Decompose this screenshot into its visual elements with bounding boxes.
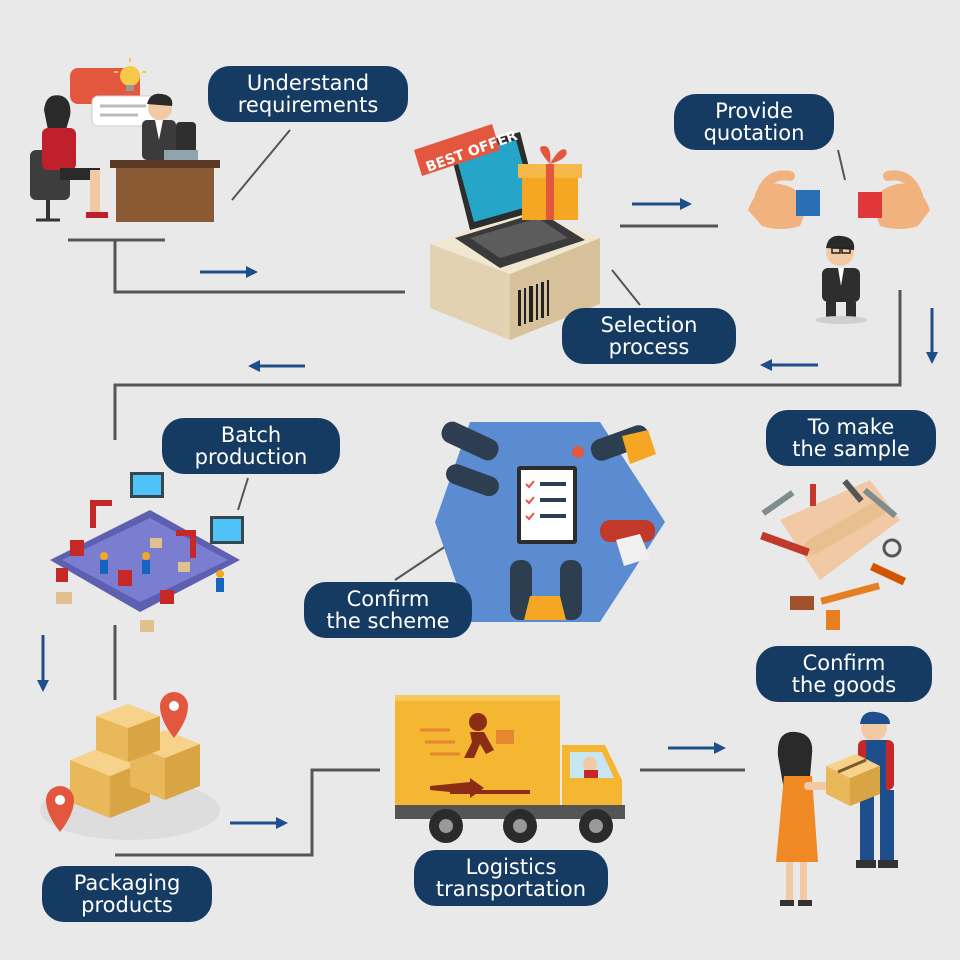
step-sample-line2: the sample (792, 437, 910, 461)
direction-arrows (37, 198, 938, 829)
arrow-down-icon (37, 635, 49, 692)
arrow-down-icon (926, 308, 938, 364)
factory-illustration (50, 472, 244, 632)
pointer-understand (231, 129, 291, 201)
boxes-illustration (40, 692, 220, 840)
step-packaging-line1: Packaging (73, 871, 181, 895)
step-make-sample: To make the sample (766, 410, 936, 466)
tools-illustration (760, 479, 907, 630)
step-logistics-line1: Logistics (465, 855, 557, 879)
arrow-right-icon (200, 266, 258, 278)
step-batch-line1: Batch (220, 423, 282, 447)
step-selection-process: Selection process (562, 308, 736, 364)
step-understand-requirements: Understand requirements (208, 66, 408, 122)
step-confirm-scheme: Confirm the scheme (304, 582, 472, 638)
connector-lines (68, 129, 902, 857)
location-pin-icon (160, 692, 188, 738)
checklist-icon (525, 480, 535, 521)
step-understand-line1: Understand (246, 71, 370, 95)
laptop-box-illustration: BEST OFFER (414, 124, 600, 340)
step-quotation-line2: quotation (703, 121, 805, 145)
step-understand-line2: requirements (237, 93, 379, 117)
step-selection-line1: Selection (600, 313, 698, 337)
arrow-right-icon (632, 198, 692, 210)
barcode-icon (518, 280, 549, 326)
location-pin-icon (46, 786, 74, 832)
team-table-illustration (435, 421, 665, 622)
step-packaging-line2: products (81, 893, 173, 917)
connector-3-4 (113, 290, 902, 440)
delivery-illustration (776, 711, 898, 906)
step-packaging-products: Packaging products (42, 866, 212, 922)
step-quotation-line1: Provide (715, 99, 793, 123)
meeting-illustration (30, 58, 220, 222)
step-confirm-goods: Confirm the goods (756, 646, 932, 702)
step-logistics-line2: transportation (435, 877, 587, 901)
step-selection-line2: process (608, 335, 690, 359)
step-goods-line2: the goods (791, 673, 897, 697)
step-batch-production: Batch production (162, 418, 340, 474)
arrow-left-icon (248, 360, 305, 372)
arrow-right-icon (668, 742, 726, 754)
truck-illustration (395, 695, 625, 843)
step-scheme-line1: Confirm (346, 587, 430, 611)
connector-1-2 (68, 238, 405, 294)
step-batch-line2: production (194, 445, 308, 469)
arrow-left-icon (760, 359, 818, 371)
pointer-batch (237, 477, 249, 511)
step-provide-quotation: Provide quotation (674, 94, 834, 150)
pointer-selection (611, 269, 641, 306)
connector-7-8 (115, 768, 380, 857)
step-logistics-transportation: Logistics transportation (414, 850, 608, 906)
step-sample-line1: To make (807, 415, 895, 439)
arrow-right-icon (230, 817, 288, 829)
quotation-illustration (748, 170, 930, 324)
step-goods-line1: Confirm (802, 651, 886, 675)
pointer-quotation (837, 149, 846, 181)
step-scheme-line2: the scheme (326, 609, 450, 633)
